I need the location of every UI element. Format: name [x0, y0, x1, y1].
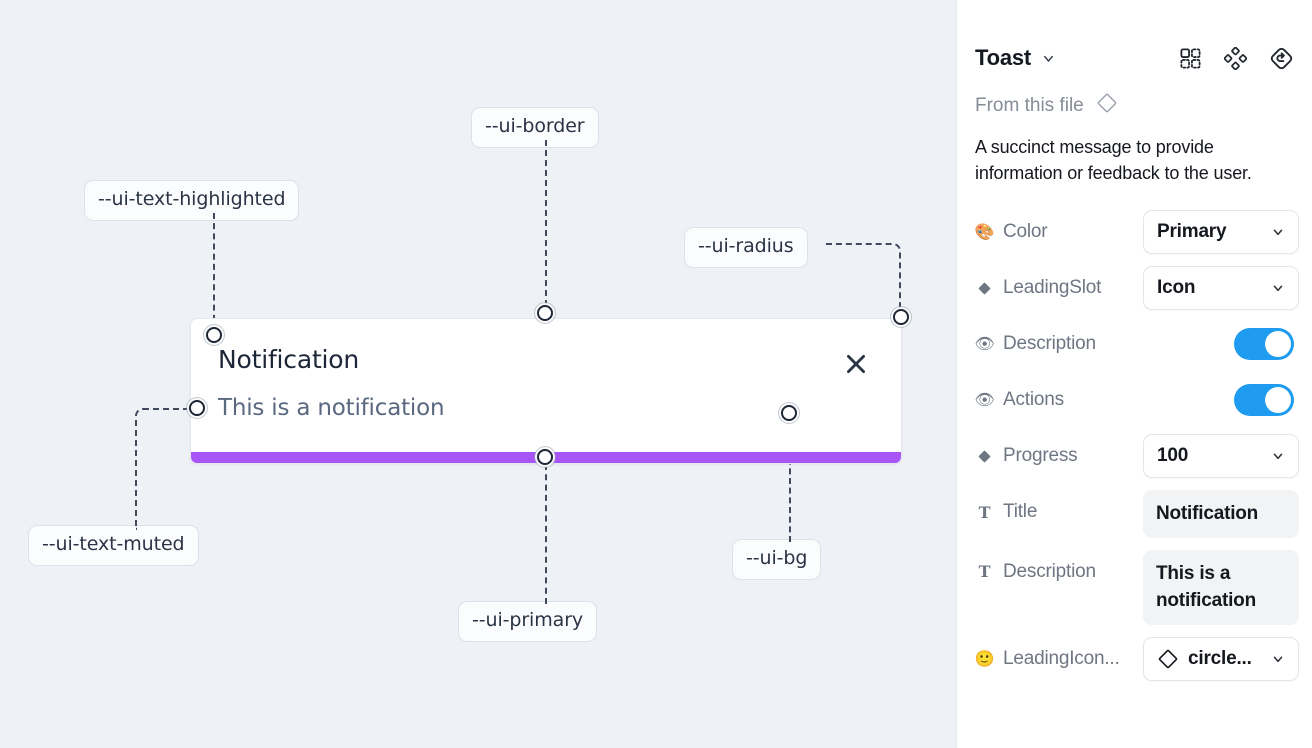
palette-emoji-icon: 🎨 — [975, 224, 995, 242]
handle-ui-bg[interactable] — [781, 405, 797, 421]
handle-ui-primary[interactable] — [537, 449, 553, 465]
eye-emoji-icon: 👁 — [975, 392, 995, 410]
chevron-down-icon[interactable] — [1041, 51, 1056, 66]
leading-slot-select[interactable]: Icon — [1143, 266, 1299, 311]
toast-description: This is a notification — [218, 395, 445, 421]
leading-slot-select-value: Icon — [1157, 277, 1196, 299]
diamond-icon — [975, 447, 994, 466]
connector-ui-border — [545, 140, 547, 316]
eye-emoji-icon: 👁 — [975, 336, 995, 354]
properties-panel: Toast — [956, 0, 1312, 748]
connector-ui-radius — [826, 243, 901, 311]
chevron-down-icon — [1271, 225, 1285, 239]
smiley-emoji-icon: 🙂 — [975, 650, 995, 668]
page-title: Toast — [975, 45, 1032, 70]
design-canvas[interactable]: --ui-text-highlighted --ui-border --ui-r… — [0, 0, 956, 748]
property-label-text-progress: Progress — [1003, 445, 1078, 467]
panel-header: Toast — [975, 26, 1294, 90]
handle-ui-border[interactable] — [537, 305, 553, 321]
property-label-description-visibility: 👁 Description — [975, 322, 1143, 355]
property-row-description-text: T Description This is a notification — [975, 549, 1299, 625]
property-label-description-text: T Description — [975, 550, 1143, 583]
property-control-progress: 100 — [1143, 434, 1299, 479]
diamond-icon — [1096, 92, 1118, 119]
chevron-down-icon — [1271, 281, 1285, 295]
token-chip-ui-text-muted[interactable]: --ui-text-muted — [28, 525, 199, 566]
property-label-actions-visibility: 👁 Actions — [975, 378, 1143, 411]
handle-ui-text-muted[interactable] — [189, 400, 205, 416]
handle-ui-radius[interactable] — [893, 309, 909, 325]
actions-toggle[interactable] — [1234, 384, 1294, 417]
reset-diamond-icon[interactable] — [1269, 46, 1294, 71]
property-label-text-actions-visibility: Actions — [1003, 389, 1064, 411]
property-control-description-text: This is a notification — [1143, 549, 1299, 625]
property-control-leading-icon-name: circle... — [1143, 636, 1299, 681]
property-row-color: 🎨 Color Primary — [975, 210, 1299, 255]
property-control-actions-visibility — [1143, 378, 1294, 417]
title-input[interactable]: Notification — [1143, 490, 1299, 538]
chevron-down-icon — [1271, 449, 1285, 463]
text-t-icon: T — [978, 562, 991, 582]
toast-title: Notification — [218, 345, 360, 374]
property-control-color: Primary — [1143, 210, 1299, 255]
token-chip-ui-primary[interactable]: --ui-primary — [458, 601, 598, 642]
leading-icon-select[interactable]: circle... — [1143, 636, 1299, 681]
progress-select-value: 100 — [1157, 445, 1189, 467]
connector-ui-primary — [545, 464, 547, 604]
token-chip-ui-radius[interactable]: --ui-radius — [684, 227, 808, 268]
component-description: A succinct message to provide informatio… — [975, 137, 1252, 183]
property-row-description-visibility: 👁 Description — [975, 322, 1294, 366]
property-label-text-description-visibility: Description — [1003, 333, 1096, 355]
from-this-file[interactable]: From this file — [975, 92, 1294, 119]
property-label-color: 🎨 Color — [975, 210, 1143, 243]
token-chip-ui-border[interactable]: --ui-border — [471, 107, 599, 148]
property-label-text-title: Title — [1003, 501, 1038, 523]
color-select-value: Primary — [1157, 221, 1227, 243]
property-label-text-leading-icon-name: LeadingIcon... — [1003, 647, 1120, 669]
property-label-text-color: Color — [1003, 221, 1048, 243]
property-label-leading-slot: LeadingSlot — [975, 266, 1143, 299]
progress-select[interactable]: 100 — [1143, 434, 1299, 479]
connector-ui-bg — [789, 420, 791, 542]
panel-header-actions — [1179, 46, 1294, 71]
connector-ui-text-muted — [135, 408, 197, 530]
property-label-leading-icon-name: 🙂 LeadingIcon... — [975, 637, 1143, 670]
property-row-leading-slot: LeadingSlot Icon — [975, 266, 1299, 311]
token-chip-ui-bg[interactable]: --ui-bg — [732, 539, 822, 580]
variants-diamond-cluster-icon[interactable] — [1224, 46, 1247, 70]
token-chip-ui-text-highlighted[interactable]: --ui-text-highlighted — [84, 180, 300, 221]
toggle-knob — [1265, 387, 1291, 414]
chevron-down-icon — [1271, 652, 1285, 666]
close-icon[interactable] — [843, 351, 869, 377]
toggle-knob — [1265, 331, 1291, 358]
property-control-description-visibility — [1143, 322, 1294, 361]
property-control-leading-slot: Icon — [1143, 266, 1299, 311]
toast-component-preview[interactable]: Notification This is a notification — [190, 318, 902, 464]
property-label-text-description-text: Description — [1003, 560, 1096, 582]
from-this-file-label: From this file — [975, 94, 1084, 116]
property-label-title: T Title — [975, 490, 1143, 523]
property-row-leading-icon-name: 🙂 LeadingIcon... circle... — [975, 636, 1299, 681]
property-row-actions-visibility: 👁 Actions — [975, 378, 1294, 422]
description-input[interactable]: This is a notification — [1143, 549, 1299, 625]
diamond-icon — [1157, 648, 1179, 670]
property-row-title: T Title Notification — [975, 490, 1299, 538]
property-control-title: Notification — [1143, 490, 1299, 538]
component-grid-icon[interactable] — [1179, 47, 1202, 70]
color-select[interactable]: Primary — [1143, 210, 1299, 255]
leading-icon-select-value: circle... — [1188, 647, 1252, 669]
property-label-text-leading-slot: LeadingSlot — [1003, 277, 1102, 299]
property-row-progress: Progress 100 — [975, 434, 1299, 479]
handle-ui-text-highlighted[interactable] — [206, 327, 222, 343]
diamond-icon — [975, 279, 994, 298]
description-toggle[interactable] — [1234, 328, 1294, 361]
connector-ui-text-highlighted — [213, 213, 215, 331]
property-label-progress: Progress — [975, 434, 1143, 467]
text-t-icon: T — [978, 502, 991, 522]
